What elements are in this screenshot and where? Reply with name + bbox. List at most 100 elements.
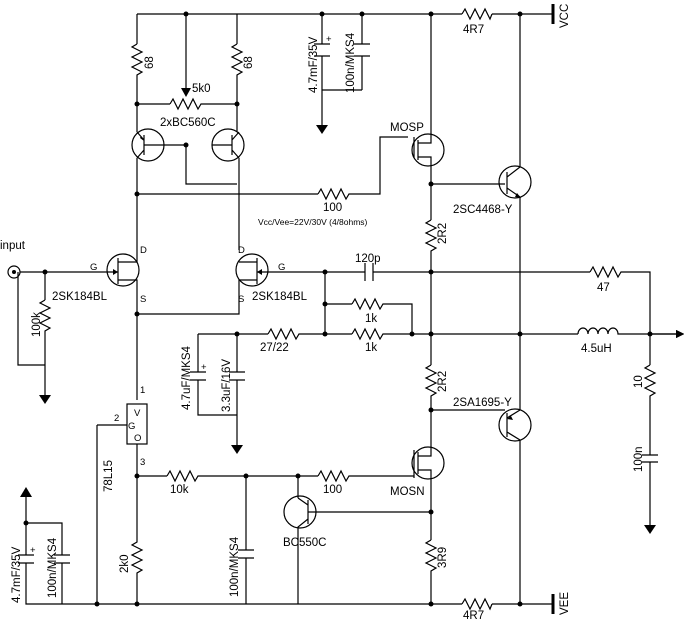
vee-label: VEE [559, 592, 571, 615]
100n-mks4-bot-label: 100n/MKS4 [229, 536, 241, 597]
pot-label: 5k0 [192, 83, 211, 95]
mosp-label: MOSP [390, 122, 424, 134]
resistor-4r7-bot [461, 597, 493, 611]
10k-label: 10k [170, 484, 189, 496]
resistor-100-top-label: 100 [323, 202, 342, 214]
2r2-top-label: 2R2 [437, 223, 449, 244]
arrow [507, 416, 513, 420]
junction [428, 269, 434, 275]
pnp-2sa1695 [498, 408, 532, 442]
junction [428, 331, 434, 337]
mosfet-mosp [411, 133, 445, 167]
ground-symbol [39, 395, 51, 404]
resistor-68-right-label: 68 [243, 56, 255, 69]
bc550c-label: BC550C [283, 537, 326, 549]
resistor-100k [17, 272, 52, 395]
wire [185, 145, 237, 185]
junction [134, 601, 140, 607]
junction [134, 311, 140, 317]
potentiometer-5k0 [169, 97, 237, 111]
jfet-left-label: 2SK184BL [52, 291, 108, 303]
junction [23, 520, 29, 526]
resistor-2r2-top [424, 219, 438, 365]
plus-bot: + [30, 545, 36, 556]
47-label: 47 [597, 282, 610, 294]
inductor-label: 4.5uH [581, 343, 612, 355]
10-label: 10 [633, 375, 645, 388]
ground-symbol [644, 525, 656, 534]
reg-pin2: 2 [114, 413, 119, 424]
junction [517, 11, 523, 17]
2sa1695-leads [506, 409, 521, 604]
78l15-label: 78L15 [103, 460, 115, 492]
resistor-4r7-bot-label: 4R7 [463, 610, 484, 621]
resistor-100-top [317, 136, 408, 201]
cap-wires-top [321, 14, 363, 125]
junction [517, 331, 523, 337]
pin-g-left: G [90, 262, 97, 273]
junction [322, 269, 328, 275]
2r2-bot-label: 2R2 [437, 371, 449, 392]
junction [234, 331, 240, 337]
resistor-68-left [130, 43, 144, 104]
bc550c-leads [297, 497, 431, 604]
junction [243, 473, 249, 479]
junction [517, 601, 523, 607]
reg-pin3: 3 [140, 457, 145, 468]
junction [647, 331, 653, 337]
3r9-label: 3R9 [437, 547, 449, 568]
junction [359, 11, 365, 17]
mosn-leads [413, 440, 432, 540]
input-label: input [0, 240, 26, 252]
resistor-4r7-top [461, 7, 493, 21]
capacitor-120p [364, 263, 590, 281]
junction [134, 101, 140, 107]
3u3-label: 3.3uF/16V [221, 359, 233, 412]
pin-g-right: G [278, 262, 285, 273]
arrow [113, 269, 118, 275]
arrow [140, 136, 144, 141]
cap-bot-film-label: 100n/MKS4 [47, 537, 59, 598]
supply-note: Vcc/Vee=22V/30V (4/8ohms) [258, 217, 368, 227]
resistor-47 [589, 265, 651, 365]
jfet-right [235, 253, 269, 287]
resistor-68-right [230, 43, 244, 104]
jfet-right-label: 2SK184BL [252, 291, 308, 303]
pin-d-right: D [238, 245, 245, 256]
junction [428, 601, 434, 607]
2sa1695-label: 2SA1695-Y [453, 397, 512, 409]
arrow [257, 269, 262, 275]
pin-d-left: D [140, 245, 147, 256]
4u7-label: 4.7uF/MKS4 [181, 345, 193, 410]
ground-symbol [231, 445, 243, 454]
27-22-label: 27/22 [260, 342, 289, 354]
1k-upper-label: 1k [365, 313, 377, 325]
jfet-left [106, 253, 140, 287]
resistor-3r9 [424, 539, 438, 604]
reg-g: G [128, 421, 135, 432]
120p-label: 120p [355, 253, 381, 265]
reg-o: O [134, 433, 141, 444]
junction [428, 11, 434, 17]
ground-symbol-up [20, 487, 32, 497]
2sc4468-label: 2SC4468-Y [453, 204, 513, 216]
reg-pin1: 1 [140, 385, 145, 396]
100k-label: 100k [31, 312, 43, 337]
junction [183, 142, 189, 148]
ground-symbol [316, 125, 328, 134]
100-bot-label: 100 [323, 484, 342, 496]
jfet-left-leads [117, 194, 138, 400]
capacitor-100n-mks4 [238, 476, 254, 604]
junction [234, 101, 240, 107]
mosn-label: MOSN [390, 486, 425, 498]
cap-bot-elec-label: 4.7mF/35V [11, 546, 23, 603]
junction [409, 331, 415, 337]
resistor-10 [642, 364, 658, 525]
pnp-right-leads [212, 104, 240, 250]
resistor-1k-upper [351, 297, 392, 311]
junction [428, 407, 434, 413]
2sc4468-leads [506, 14, 521, 410]
pot-wiper-arrow [181, 88, 191, 97]
reg-v: V [134, 408, 141, 419]
